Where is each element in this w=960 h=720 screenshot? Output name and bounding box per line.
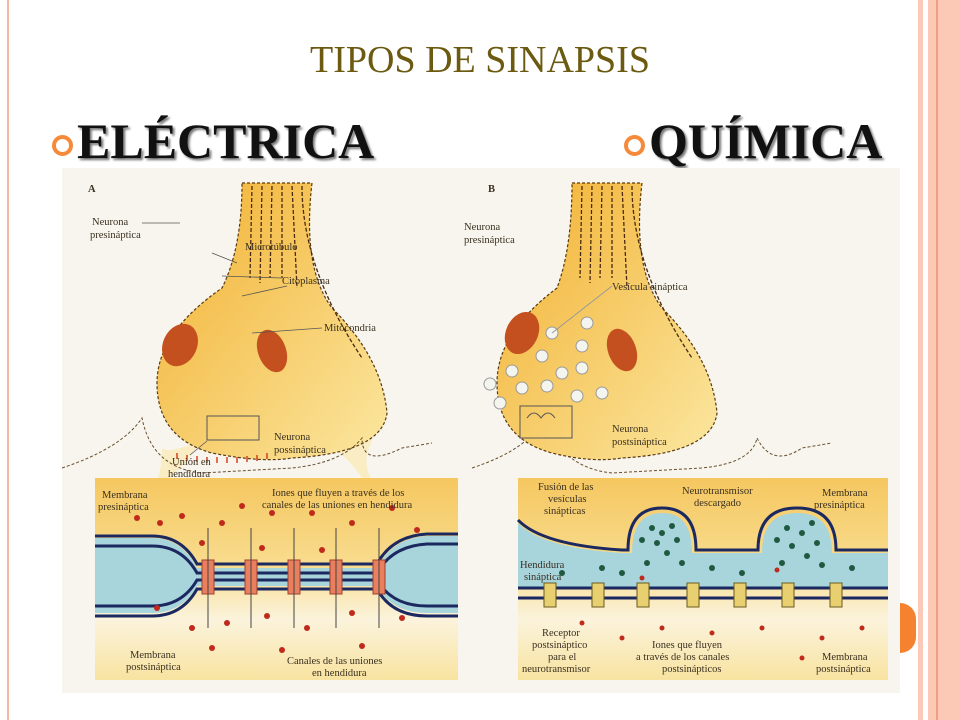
label-channels: Canales de las uniones (287, 656, 382, 667)
label-mitochondria: Mitocondria (324, 323, 376, 334)
bullet-electrica: ELÉCTRICA (52, 112, 374, 170)
label-postsynaptic-neuron: Neurona (274, 432, 310, 443)
label-postsynaptic-neuron-2: postsináptica (612, 437, 667, 448)
slide-title: TIPOS DE SINAPSIS (310, 39, 650, 81)
next-slide-tab[interactable] (900, 603, 916, 653)
panel-b-letter: B (488, 184, 495, 195)
label-presynaptic-membrane-2: presináptica (814, 500, 865, 511)
label-vesicle-fusion-3: sinápticas (544, 506, 585, 517)
label-synaptic-cleft: Hendidura (520, 560, 565, 571)
panel-a-letter: A (88, 184, 96, 195)
label-postsynaptic-neuron: Neurona (612, 424, 648, 435)
label-synaptic-cleft-2: sináptica (524, 572, 562, 583)
label-receptor-2: postsináptico (532, 640, 587, 651)
chemical-synapse-neuron: B Neurona presináptica Vesícula sináptic… (464, 182, 833, 474)
left-border-line (7, 0, 9, 720)
label-presynaptic-neuron-2: presináptica (464, 235, 515, 246)
label-postsynaptic-membrane: Membrana (130, 650, 176, 661)
label-channels-2: en hendidura (312, 668, 367, 679)
circle-bullet-icon (52, 134, 73, 156)
right-border-stripe (918, 0, 923, 720)
label-synaptic-vesicle: Vesícula sináptica (612, 282, 688, 293)
bullet-label: QUÍMICA (649, 113, 883, 169)
label-ions: Iones que fluyen a través de los (272, 488, 404, 499)
label-receptor-4: neurotransmisor (522, 664, 591, 675)
label-receptor: Receptor (542, 628, 580, 639)
right-border-line (936, 0, 938, 720)
right-border-band (928, 0, 960, 720)
label-presynaptic-neuron-2: presináptica (90, 230, 141, 241)
label-microtubule: Microtúbulo (245, 242, 298, 253)
label-ions-2: canales de las uniones en hendidura (262, 500, 412, 511)
electrical-synapse-neuron: A Neurona presináptica Microtúbulo Citop… (62, 182, 442, 510)
label-neurotransmitter: Neurotransmisor (682, 486, 753, 497)
label-presynaptic-neuron: Neurona (92, 217, 128, 228)
label-postsynaptic-membrane-2: postsináptica (126, 662, 181, 673)
label-ions-3: postsinápticos (662, 664, 722, 675)
label-gap-junction: Unión en (172, 457, 212, 468)
label-presynaptic-neuron: Neurona (464, 222, 500, 233)
label-presynaptic-membrane: Membrana (102, 490, 148, 501)
bullet-quimica: QUÍMICA (624, 112, 882, 170)
label-cytoplasm: Citoplasma (282, 276, 330, 287)
label-gap-junction-2: hendidura (168, 469, 210, 480)
label-vesicle-fusion: Fusión de las (538, 482, 593, 493)
circle-bullet-icon (624, 134, 645, 156)
chemical-synapse-detail: Fusión de las vesículas sinápticas Neuro… (516, 478, 888, 680)
label-presynaptic-membrane-2: presináptica (98, 502, 149, 513)
label-postsynaptic-membrane: Membrana (822, 652, 868, 663)
label-presynaptic-membrane: Membrana (822, 488, 868, 499)
label-neurotransmitter-2: descargado (694, 498, 741, 509)
label-postsynaptic-membrane-2: postsináptica (816, 664, 871, 675)
label-ions: Iones que fluyen (652, 640, 723, 651)
synapse-figure: A Neurona presináptica Microtúbulo Citop… (62, 168, 900, 693)
label-ions-2: a través de los canales (636, 652, 729, 663)
label-postsynaptic-neuron-2: possináptica (274, 445, 326, 456)
gap-junction-detail: Iones que fluyen a través de los canales… (95, 478, 458, 680)
label-vesicle-fusion-2: vesículas (548, 494, 587, 505)
bullet-label: ELÉCTRICA (77, 113, 375, 169)
label-receptor-3: para el (548, 652, 576, 663)
